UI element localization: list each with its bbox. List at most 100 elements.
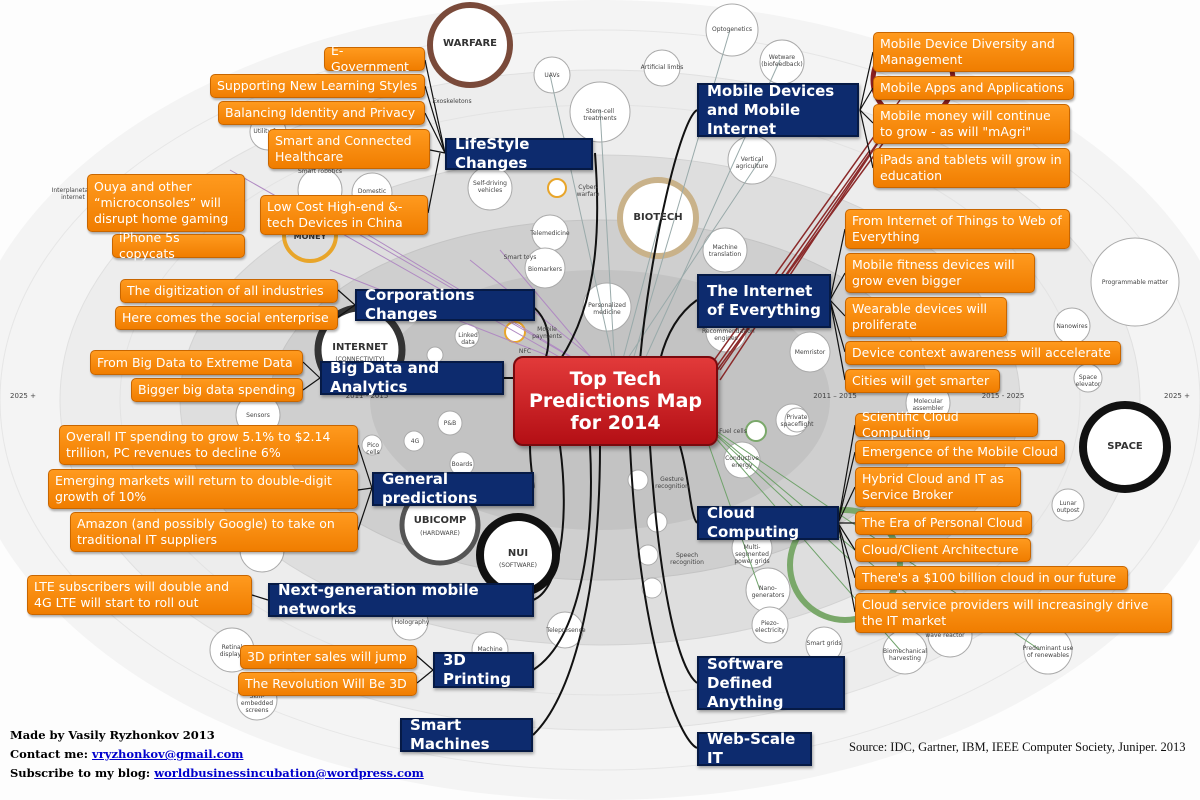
- hub-big-data-analytics[interactable]: Big Data and Analytics: [320, 359, 504, 396]
- leaf-hybrid-cloud[interactable]: Hybrid Cloud and IT as Service Broker: [855, 467, 1021, 507]
- topic-label: Vertical agriculture: [735, 156, 769, 170]
- topic-label: Self-driving vehicles: [473, 180, 507, 194]
- hub-3d-printing[interactable]: 3D Printing: [433, 651, 534, 688]
- leaf-bigger-spending[interactable]: Bigger big data spending: [131, 378, 303, 402]
- internet-label: INTERNET: [332, 342, 388, 353]
- period-right-label: 2015 - 2025: [981, 392, 1025, 400]
- blog-link[interactable]: worldbusinessincubation@wordpress.com: [154, 766, 424, 780]
- leaf-cloud-providers[interactable]: Cloud service providers will increasingl…: [855, 593, 1172, 633]
- topic-label: P&B: [443, 420, 457, 427]
- hub-software-defined-anything[interactable]: Software Defined Anything: [697, 655, 845, 711]
- topic-label: Pico cells: [366, 442, 380, 456]
- topic-label: Interplanetary internet: [51, 187, 95, 201]
- leaf-e-government[interactable]: E-Government: [324, 43, 425, 74]
- leaf-device-diversity[interactable]: Mobile Device Diversity and Management: [873, 32, 1074, 72]
- leaf-lte[interactable]: LTE subscribers will double and 4G LTE w…: [27, 575, 252, 615]
- nui-sub-label: (SOFTWARE): [499, 562, 537, 569]
- leaf-revolution-3d[interactable]: The Revolution Will Be 3D: [238, 672, 417, 696]
- topic-label: Smart robotics: [298, 168, 342, 175]
- topic-label: Linked data: [458, 332, 478, 346]
- leaf-extreme-data[interactable]: From Big Data to Extreme Data: [90, 350, 303, 375]
- leaf-context-awareness[interactable]: Device context awareness will accelerate: [845, 341, 1121, 365]
- leaf-mobile-cloud[interactable]: Emergence of the Mobile Cloud: [855, 440, 1065, 464]
- topic-label: Exoskeletons: [432, 98, 472, 105]
- topic-label: Telepresence: [546, 627, 586, 634]
- hub-smart-machines[interactable]: Smart Machines: [400, 716, 533, 753]
- leaf-iot-to-ioe[interactable]: From Internet of Things to Web of Everyt…: [845, 209, 1070, 249]
- leaf-fitness-devices[interactable]: Mobile fitness devices will grow even bi…: [845, 253, 1035, 293]
- topic-label: Conductive energy: [725, 455, 759, 469]
- topic-label: Recommendation engines: [702, 328, 755, 342]
- leaf-learning-styles[interactable]: Supporting New Learning Styles: [210, 74, 425, 98]
- leaf-low-cost-devices[interactable]: Low Cost High-end &-tech Devices in Chin…: [260, 195, 428, 235]
- topic-label: Machine: [477, 646, 503, 653]
- leaf-personal-cloud[interactable]: The Era of Personal Cloud: [855, 511, 1032, 535]
- leaf-iphone-copycats[interactable]: iPhone 5s copycats: [112, 230, 245, 261]
- topic-label: Retinal displays: [219, 644, 245, 658]
- topic-label: NFC: [518, 348, 532, 355]
- topic-label: Wetware (biofeedback): [761, 54, 803, 68]
- hub-lifestyle-changes[interactable]: LifeStyle Changes: [445, 135, 593, 172]
- leaf-billion-cloud[interactable]: There's a $100 billion cloud in our futu…: [855, 566, 1128, 590]
- nui-label: NUI: [507, 548, 529, 559]
- money-label: MONEY: [293, 232, 327, 241]
- topic-label: Biomechanical harvesting: [883, 648, 927, 662]
- leaf-mobile-apps[interactable]: Mobile Apps and Applications: [873, 76, 1074, 100]
- topic-label: Machine translation: [708, 244, 742, 258]
- topic-label: Sensors: [246, 412, 270, 419]
- center-title-node: Top Tech Predictions Map for 2014: [513, 356, 718, 446]
- leaf-smarter-cities[interactable]: Cities will get smarter: [845, 369, 1000, 393]
- leaf-mobile-money[interactable]: Mobile money will continue to grow - as …: [873, 104, 1070, 144]
- topic-label: Predominant use of renewables: [1022, 645, 1074, 659]
- topic-label: 4G: [410, 438, 420, 445]
- hub-cloud-computing[interactable]: Cloud Computing: [697, 504, 839, 541]
- leaf-amazon[interactable]: Amazon (and possibly Google) to take on …: [70, 512, 358, 552]
- leaf-identity-privacy[interactable]: Balancing Identity and Privacy: [218, 101, 425, 125]
- hub-web-scale-it[interactable]: Web-Scale IT: [697, 730, 812, 767]
- year-right-label: 2025 +: [1164, 392, 1190, 400]
- topic-label: Piezo-electricity: [755, 620, 785, 634]
- hub-next-gen-mobile-networks[interactable]: Next-generation mobile networks: [268, 581, 534, 618]
- biotech-label: BIOTECH: [633, 212, 683, 223]
- topic-label: Space elevator: [1075, 374, 1101, 388]
- topic-label: Lunar outpost: [1056, 500, 1080, 514]
- leaf-emerging-markets[interactable]: Emerging markets will return to double-d…: [48, 469, 358, 509]
- leaf-ouya[interactable]: Ouya and other “microconsoles” will disr…: [87, 174, 245, 232]
- leaf-client-architecture[interactable]: Cloud/Client Architecture: [855, 538, 1031, 562]
- topic-label: Mobile payments: [532, 326, 562, 340]
- internet-sub-label: (CONNECTIVITY): [335, 356, 385, 363]
- topic-label: Optogenetics: [712, 26, 752, 33]
- leaf-social-enterprise[interactable]: Here comes the social enterprise: [115, 306, 338, 330]
- topic-label: Telemedicine: [530, 230, 570, 237]
- topic-label: Gesture recognition: [655, 476, 689, 490]
- topic-label: Holography: [394, 619, 430, 626]
- topic-label: Skin-embedded screens: [240, 693, 274, 714]
- hub-mobile-devices-internet[interactable]: Mobile Devices and Mobile Internet: [697, 82, 859, 138]
- period-mid-label: 2011 – 2015: [813, 392, 857, 400]
- leaf-ipads[interactable]: iPads and tablets will grow in education: [873, 148, 1070, 188]
- warfare-label: WARFARE: [443, 38, 497, 49]
- leaf-printer-sales[interactable]: 3D printer sales will jump: [240, 645, 417, 669]
- leaf-wearables[interactable]: Wearable devices will proliferate: [845, 297, 1007, 337]
- credits: Made by Vasily Ryzhonkov 2013 Contact me…: [10, 726, 424, 783]
- topic-label: Personalized medicine: [588, 302, 626, 316]
- hub-corporations-changes[interactable]: Corporations Changes: [355, 286, 535, 323]
- topic-label: Smart grids: [806, 640, 842, 647]
- hub-internet-of-everything[interactable]: The Internet of Everything: [697, 274, 831, 328]
- author-line: Made by Vasily Ryzhonkov 2013: [10, 728, 215, 742]
- leaf-it-spending[interactable]: Overall IT spending to grow 5.1% to $2.1…: [59, 425, 358, 465]
- leaf-scientific-cloud[interactable]: Scientific Cloud Computing: [855, 409, 1038, 440]
- hub-general-predictions[interactable]: General predictions: [372, 470, 534, 507]
- contact-line: Contact me: vryzhonkov@gmail.com: [10, 745, 424, 764]
- topic-label: Memristor: [794, 349, 826, 356]
- topic-label: Multi-segmented power grids: [734, 544, 770, 565]
- topic-label: Artificial limbs: [640, 64, 684, 71]
- leaf-digitization[interactable]: The digitization of all industries: [120, 279, 338, 303]
- blog-line: Subscribe to my blog: worldbusinessincub…: [10, 764, 424, 783]
- blog-label: Subscribe to my blog:: [10, 766, 151, 780]
- leaf-healthcare[interactable]: Smart and Connected Healthcare: [268, 129, 430, 169]
- topic-label: Stem-cell treatments: [583, 108, 617, 122]
- contact-email-link[interactable]: vryzhonkov@gmail.com: [92, 747, 244, 761]
- topic-label: UAVs: [544, 72, 560, 79]
